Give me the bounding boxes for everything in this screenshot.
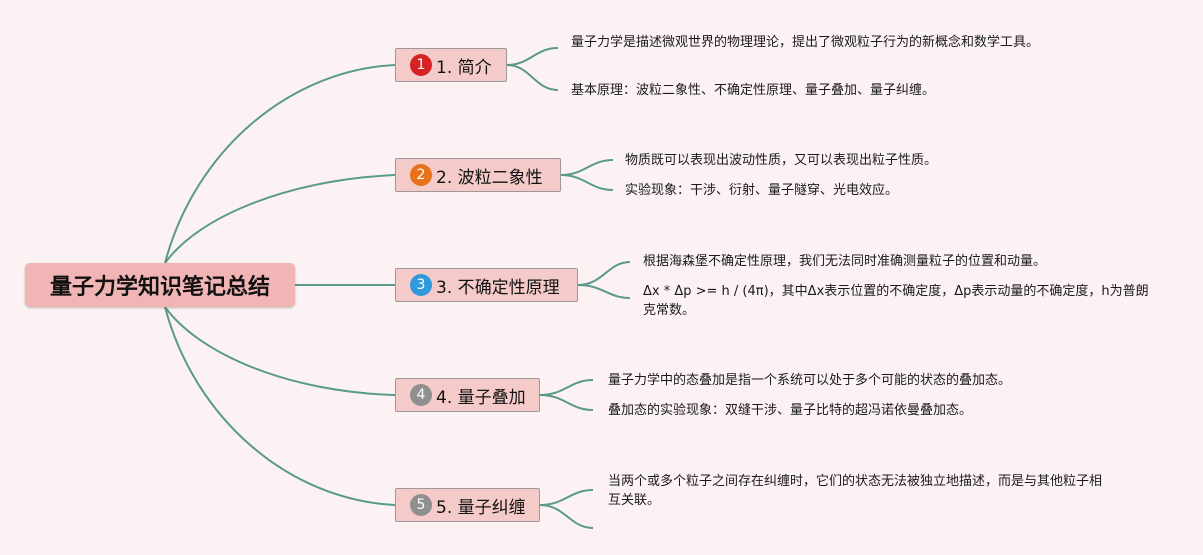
connector-topic-5-note-1 xyxy=(539,489,594,506)
note-uncertainty-formula: Δx * Δp >= h / (4π)，其中Δx表示位置的不确定度，Δp表示动量… xyxy=(643,284,1149,318)
note-intro-definition: 量子力学是描述微观世界的物理理论，提出了微观粒子行为的新概念和数学工具。 xyxy=(571,35,1040,50)
note-intro-principles: 基本原理：波粒二象性、不确定性原理、量子叠加、量子纠缠。 xyxy=(571,83,936,98)
note-wave-particle-experiments: 实验现象：干涉、衍射、量子隧穿、光电效应。 xyxy=(625,183,899,198)
connector-topic-5-note-2 xyxy=(539,504,594,529)
badge-4-icon: 4 xyxy=(410,384,432,406)
topic-label: 2. 波粒二象性 xyxy=(436,167,543,188)
topic-label: 4. 量子叠加 xyxy=(436,387,526,408)
connector-root-topic-4 xyxy=(164,306,396,396)
note-superposition-experiments: 叠加态的实验现象：双缝干涉、量子比特的超冯诺依曼叠加态。 xyxy=(608,403,973,418)
connector-topic-4-note-1 xyxy=(539,379,594,396)
connector-topic-2-note-1 xyxy=(560,159,614,176)
note-superposition-definition: 量子力学中的态叠加是指一个系统可以处于多个可能的状态的叠加态。 xyxy=(608,373,1012,388)
badge-1-icon: 1 xyxy=(410,54,432,76)
badge-5-icon: 5 xyxy=(410,494,432,516)
note-uncertainty-principle: 根据海森堡不确定性原理，我们无法同时准确测量粒子的位置和动量。 xyxy=(643,254,1047,269)
topic-label: 1. 简介 xyxy=(436,57,492,78)
topic-uncertainty[interactable]: 3 3. 不确定性原理 xyxy=(395,268,578,302)
root-title: 量子力学知识笔记总结 xyxy=(49,275,270,300)
badge-2-icon: 2 xyxy=(410,164,432,186)
topic-label: 3. 不确定性原理 xyxy=(436,277,560,298)
connector-topic-1-note-2 xyxy=(506,64,559,91)
topic-wave-particle[interactable]: 2 2. 波粒二象性 xyxy=(395,158,561,192)
topic-entanglement[interactable]: 5 5. 量子纠缠 xyxy=(395,488,540,522)
connector-topic-4-note-2 xyxy=(539,394,594,411)
connector-root-topic-1 xyxy=(164,64,396,264)
connector-topic-3-note-2 xyxy=(577,284,631,299)
note-wave-particle-description: 物质既可以表现出波动性质，又可以表现出粒子性质。 xyxy=(625,153,938,168)
connector-root-topic-2 xyxy=(164,174,396,264)
connector-topic-2-note-2 xyxy=(560,174,614,191)
note-entanglement-description: 当两个或多个粒子之间存在纠缠时，它们的状态无法被独立地描述，而是与其他粒子相互关… xyxy=(608,474,1103,508)
topic-label: 5. 量子纠缠 xyxy=(436,497,526,518)
topic-superposition[interactable]: 4 4. 量子叠加 xyxy=(395,378,540,412)
connector-topic-3-note-1 xyxy=(577,261,631,286)
root-topic[interactable]: 量子力学知识笔记总结 xyxy=(25,263,295,307)
connector-root-topic-5 xyxy=(164,306,396,506)
badge-3-icon: 3 xyxy=(410,274,432,296)
topic-intro[interactable]: 1 1. 简介 xyxy=(395,48,507,82)
connector-topic-1-note-1 xyxy=(506,47,559,66)
